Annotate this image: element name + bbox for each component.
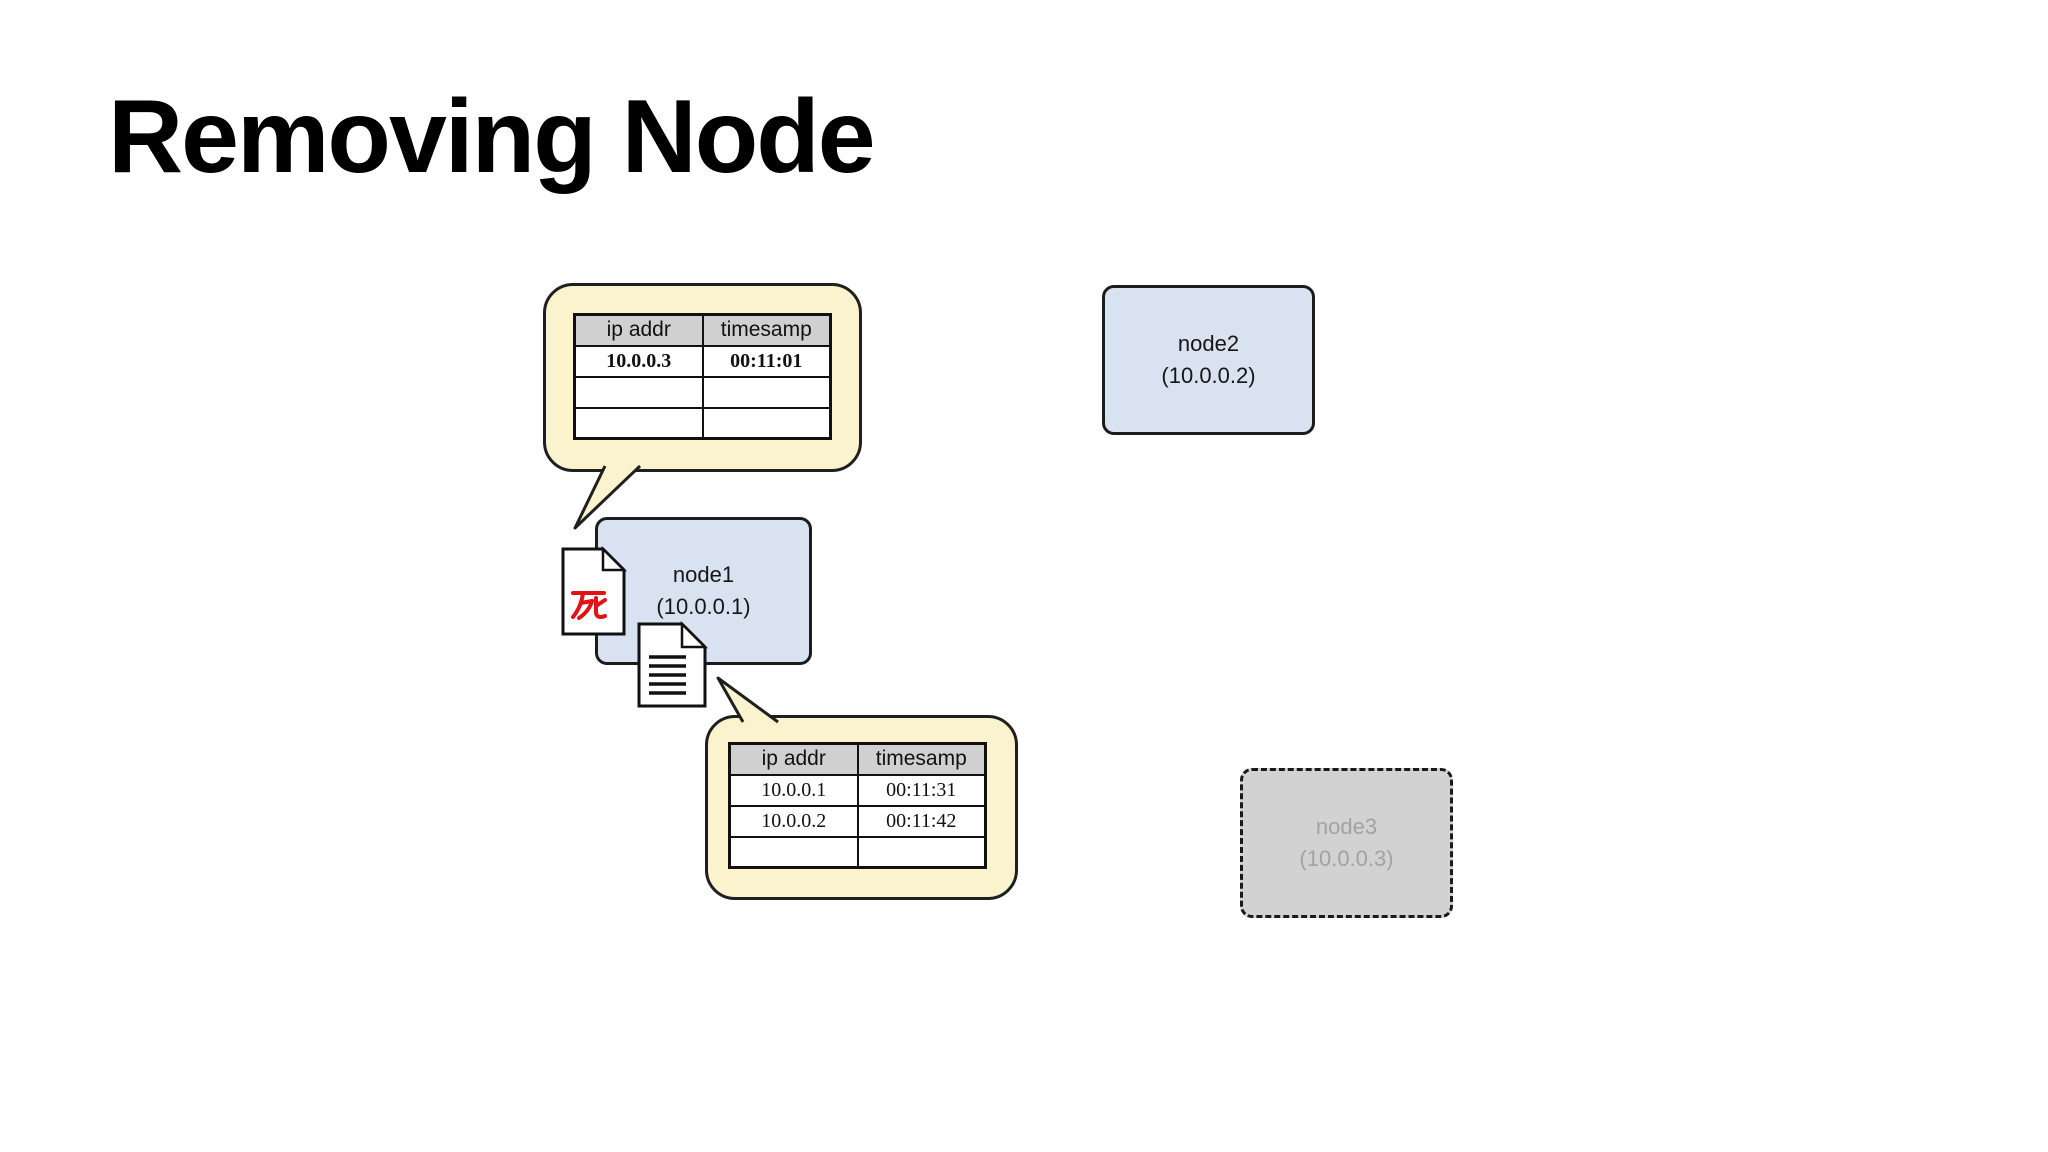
table-row <box>573 406 832 440</box>
table-row <box>573 375 832 409</box>
node2-label: node2 <box>1177 331 1240 357</box>
node1-ip: (10.0.0.1) <box>656 594 751 619</box>
table-header-row: ip addr timesamp <box>728 742 987 776</box>
death-document-icon <box>561 546 628 636</box>
node3-label: node3 <box>1315 814 1378 840</box>
table-row: 10.0.0.1 00:11:31 <box>728 773 987 807</box>
cell-ip <box>728 835 859 869</box>
node1-label: node1 <box>672 562 735 588</box>
col-header-timesamp: timesamp <box>856 742 987 776</box>
node2-ip: (10.0.0.2) <box>1161 363 1256 388</box>
table-header-row: ip addr timesamp <box>573 313 832 347</box>
cell-timestamp <box>701 375 832 409</box>
node2-box: node2 (10.0.0.2) <box>1102 285 1315 435</box>
speech-bubble-tail-down-left-icon <box>573 464 642 530</box>
text-document-icon <box>637 621 708 708</box>
col-header-ip-addr: ip addr <box>573 313 704 347</box>
table-row: 10.0.0.3 00:11:01 <box>573 344 832 378</box>
table-row <box>728 835 987 869</box>
cell-ip: 10.0.0.2 <box>728 804 859 838</box>
cell-ip: 10.0.0.3 <box>573 344 704 378</box>
death-kanji-icon <box>571 591 607 620</box>
cell-timestamp: 00:11:01 <box>701 344 832 378</box>
cell-timestamp <box>701 406 832 440</box>
gossip-table-node3: ip addr timesamp 10.0.0.3 00:11:01 <box>573 313 832 440</box>
node3-ip: (10.0.0.3) <box>1299 846 1394 871</box>
node3-box-removed: node3 (10.0.0.3) <box>1240 768 1453 918</box>
cell-ip: 10.0.0.1 <box>728 773 859 807</box>
table-row: 10.0.0.2 00:11:42 <box>728 804 987 838</box>
cell-timestamp <box>856 835 987 869</box>
cell-timestamp: 00:11:31 <box>856 773 987 807</box>
cell-timestamp: 00:11:42 <box>856 804 987 838</box>
cell-ip <box>573 406 704 440</box>
speech-bubble-tail-up-left-icon <box>716 676 779 724</box>
gossip-table-node1: ip addr timesamp 10.0.0.1 00:11:31 10.0.… <box>728 742 987 869</box>
slide-title: Removing Node <box>108 79 876 195</box>
col-header-ip-addr: ip addr <box>728 742 859 776</box>
col-header-timesamp: timesamp <box>701 313 832 347</box>
cell-ip <box>573 375 704 409</box>
